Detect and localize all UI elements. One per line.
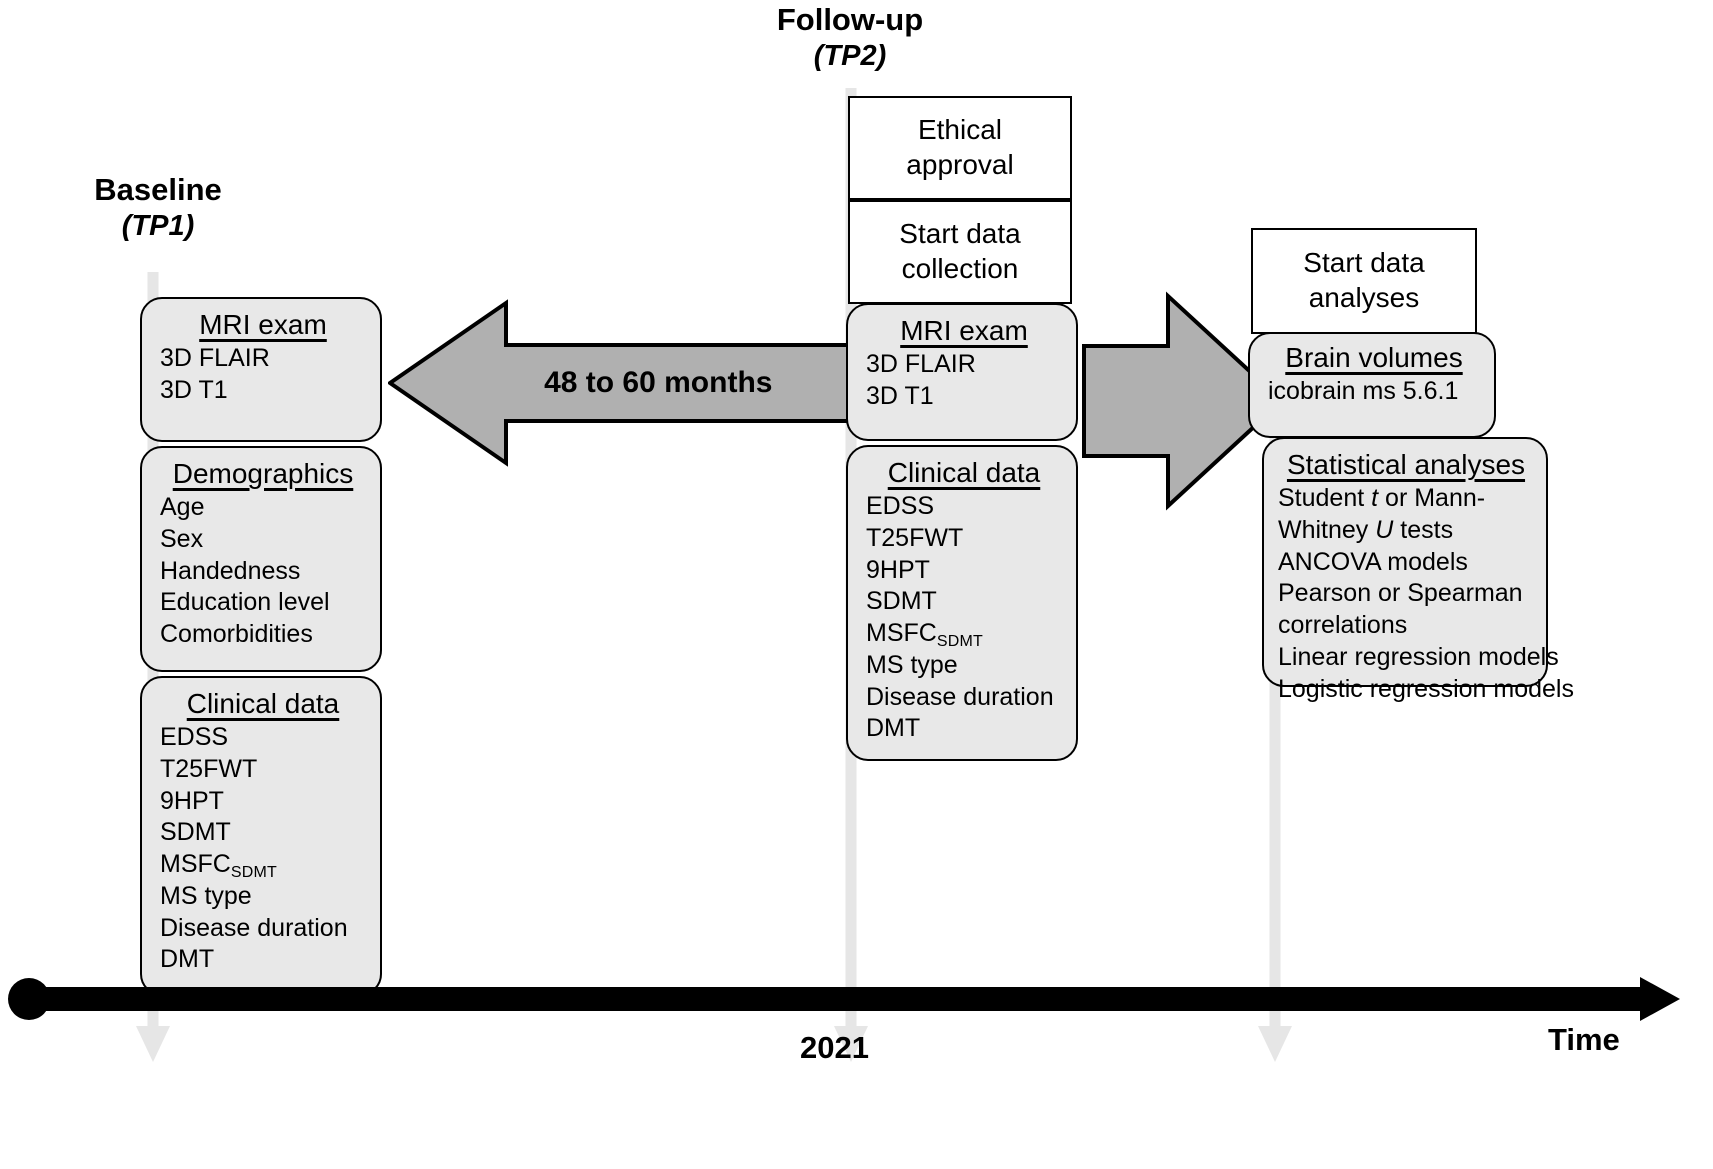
box-ethical-approval: Ethical approval (848, 96, 1072, 200)
box-baseline-mri-title: MRI exam (199, 309, 327, 340)
box-baseline-demographics-title: Demographics (172, 458, 354, 489)
stat-whitney-prefix: Whitney (1278, 515, 1376, 544)
box-start-data-analyses: Start data analyses (1251, 228, 1477, 334)
box-baseline-clinical-item-msfc: MSFCSDMT (160, 849, 366, 881)
msfc-base: MSFC (866, 619, 937, 648)
box-baseline-demographics-item: Handedness (160, 556, 301, 585)
box-followup-clinical-item-msfc: MSFCSDMT (866, 618, 1062, 650)
box-statistical-analyses-item: Student t or Mann- (1278, 483, 1534, 515)
baseline-sub-label: (TP1) (121, 209, 195, 242)
stat-student-suffix: or Mann- (1378, 484, 1486, 513)
box-baseline-demographics-item: Age (160, 493, 205, 522)
box-followup-mri: MRI exam 3D FLAIR 3D T1 (846, 303, 1078, 441)
box-baseline-demographics-item: Comorbidities (160, 620, 313, 649)
interval-arrow-label: 48 to 60 months (544, 366, 773, 399)
stat-student-prefix: Student (1278, 484, 1372, 513)
msfc-subscript: SDMT (936, 632, 983, 650)
box-baseline-clinical-title: Clinical data (186, 688, 340, 719)
box-statistical-analyses-item: correlations (1278, 611, 1408, 640)
box-start-data-collection-line1: Start data (899, 218, 1021, 250)
box-baseline-clinical-item: SDMT (160, 818, 231, 847)
box-followup-clinical-item: Disease duration (866, 682, 1054, 711)
box-baseline-clinical-item: MS type (160, 881, 252, 910)
timeline-year-label: 2021 (800, 1030, 869, 1065)
box-followup-mri-title: MRI exam (900, 315, 1028, 346)
box-statistical-analyses-item: Linear regression models (1278, 642, 1559, 671)
msfc-base: MSFC (160, 850, 231, 879)
box-baseline-clinical-item: DMT (160, 945, 215, 974)
box-followup-mri-item: 3D T1 (866, 381, 934, 410)
followup-sub-label: (TP2) (813, 39, 887, 72)
box-start-data-analyses-line2: analyses (1308, 282, 1420, 313)
box-baseline-mri-item: 3D FLAIR (160, 344, 270, 373)
box-followup-clinical-item: MS type (866, 650, 958, 679)
timeline-axis-label: Time (1548, 1022, 1620, 1057)
timeline-axis (28, 987, 1648, 1011)
box-baseline-clinical-item: Disease duration (160, 913, 348, 942)
box-followup-clinical: Clinical data EDSS T25FWT 9HPT SDMT MSFC… (846, 445, 1078, 761)
box-brain-volumes-title: Brain volumes (1285, 342, 1463, 373)
box-ethical-approval-line1: Ethical (917, 114, 1003, 146)
box-followup-clinical-item: SDMT (866, 587, 937, 616)
box-baseline-clinical-item: EDSS (160, 723, 229, 752)
forward-arrow-right (1082, 288, 1284, 514)
box-followup-clinical-item: DMT (866, 714, 921, 743)
box-statistical-analyses: Statistical analyses Student t or Mann- … (1262, 437, 1574, 703)
box-statistical-analyses-item: Pearson or Spearman (1278, 579, 1523, 608)
baseline-label: Baseline (94, 172, 222, 207)
msfc-subscript: SDMT (230, 863, 277, 881)
box-brain-volumes-item: icobrain ms 5.6.1 (1268, 377, 1459, 406)
box-baseline-clinical-item: T25FWT (160, 754, 258, 783)
box-start-data-collection: Start data collection (848, 200, 1072, 304)
box-followup-clinical-item: T25FWT (866, 523, 964, 552)
box-followup-clinical-item: EDSS (866, 492, 935, 521)
box-followup-mri-item: 3D FLAIR (866, 350, 976, 379)
box-baseline-demographics-item: Sex (160, 524, 204, 553)
followup-heading: Follow-up (TP2) (740, 2, 960, 73)
stat-whitney-suffix: tests (1393, 515, 1454, 544)
box-statistical-analyses-item: Logistic regression models (1278, 674, 1574, 703)
baseline-heading: Baseline (TP1) (48, 172, 268, 243)
box-baseline-mri: MRI exam 3D FLAIR 3D T1 (140, 297, 382, 442)
box-followup-clinical-title: Clinical data (887, 457, 1041, 488)
box-ethical-approval-line2: approval (906, 149, 1014, 180)
box-followup-clinical-item: 9HPT (866, 555, 930, 584)
followup-label: Follow-up (776, 2, 924, 37)
box-baseline-clinical-item: 9HPT (160, 786, 224, 815)
box-statistical-analyses-title: Statistical analyses (1286, 449, 1526, 480)
box-baseline-clinical: Clinical data EDSS T25FWT 9HPT SDMT MSFC… (140, 676, 382, 996)
box-baseline-demographics: Demographics Age Sex Handedness Educatio… (140, 446, 382, 672)
box-statistical-analyses-item: ANCOVA models (1278, 547, 1468, 576)
stat-whitney-u: U (1375, 515, 1394, 544)
box-brain-volumes: Brain volumes icobrain ms 5.6.1 (1248, 332, 1496, 438)
timeline-arrowhead (1640, 977, 1680, 1021)
box-start-data-collection-line2: collection (901, 253, 1019, 284)
box-start-data-analyses-line1: Start data (1303, 247, 1425, 279)
box-baseline-demographics-item: Education level (160, 588, 330, 617)
interval-arrow-left: 48 to 60 months (388, 295, 854, 471)
box-statistical-analyses-item: Whitney U tests (1278, 515, 1534, 547)
box-baseline-mri-item: 3D T1 (160, 375, 228, 404)
stat-student-t: t (1371, 484, 1379, 513)
